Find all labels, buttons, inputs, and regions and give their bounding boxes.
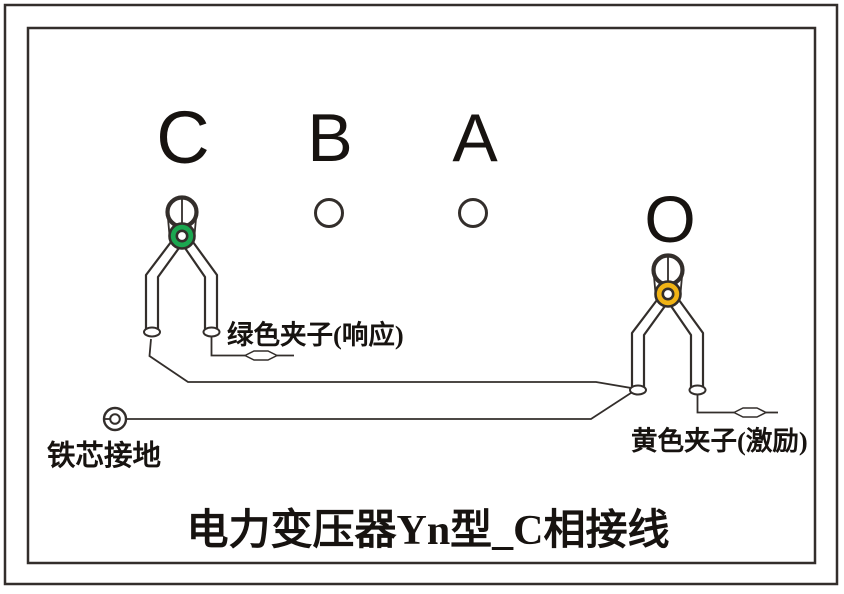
green-clamp-icon	[143, 195, 221, 338]
excitation-ferrule-icon	[732, 407, 768, 418]
ground-terminal-icon	[102, 406, 128, 432]
yellow-clamp-icon	[629, 253, 707, 396]
ground-wire	[126, 388, 638, 420]
wires	[126, 336, 778, 420]
terminal-b-icon	[314, 198, 344, 228]
response-wire	[148, 338, 638, 390]
core-ground-label: 铁芯接地	[47, 440, 161, 472]
response-lead	[210, 336, 245, 357]
response-clamp-label: 绿色夹子(响应)	[227, 320, 404, 350]
neutral-o-label: O	[644, 182, 695, 256]
phase-a-label: A	[452, 100, 498, 176]
diagram-title: 电力变压器Yn型_C相接线	[186, 507, 669, 554]
phase-c-label: C	[156, 96, 209, 179]
excitation-lead	[696, 394, 734, 414]
excitation-clamp-label: 黄色夹子(激励)	[631, 426, 808, 456]
terminal-a-icon	[458, 198, 488, 228]
inner-border	[26, 26, 817, 565]
response-ferrule-icon	[243, 350, 279, 361]
phase-b-label: B	[307, 100, 352, 176]
outer-border	[3, 3, 839, 586]
